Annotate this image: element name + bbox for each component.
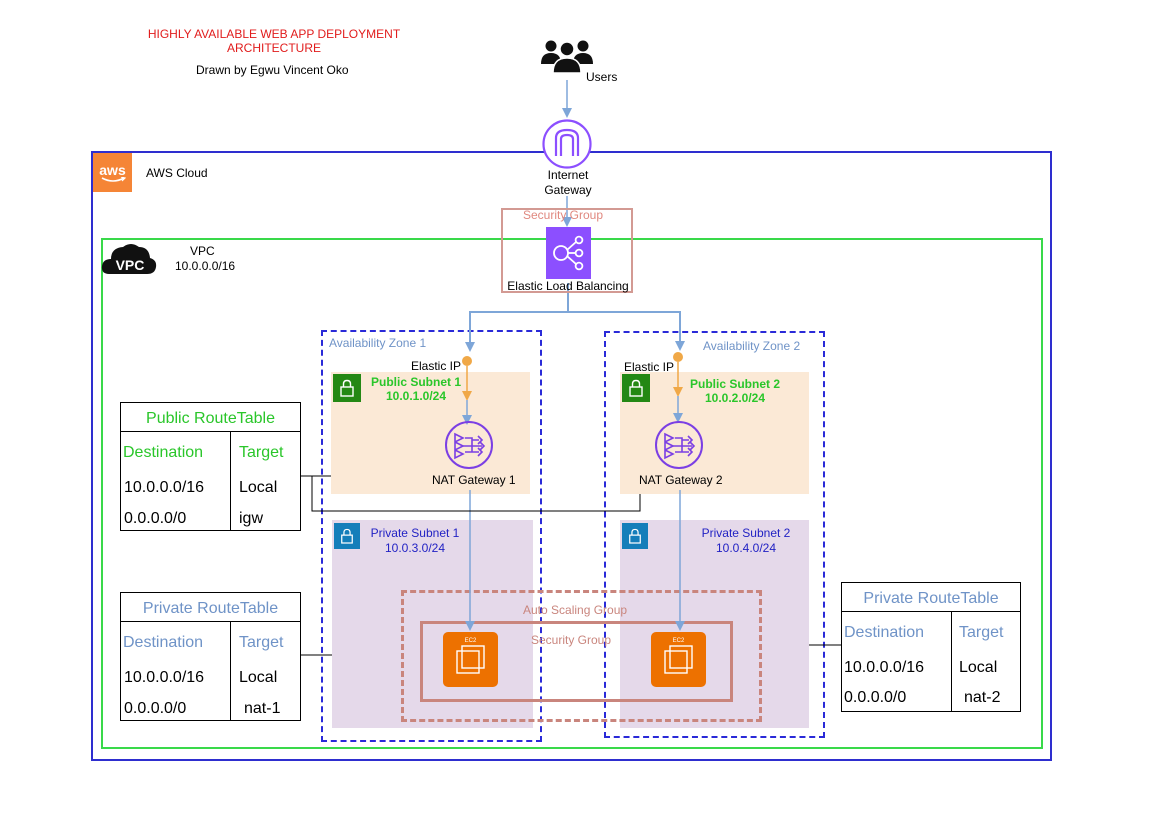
private-rt2-header-destination: Destination [844,624,925,641]
diagram-title: HIGHLY AVAILABLE WEB APP DEPLOYMENT ARCH… [134,27,414,55]
elastic-ip-2-label: Elastic IP [624,360,675,374]
vpc-cidr: 10.0.0.0/16 [175,259,236,273]
ec2-security-group-label: Security Group [531,633,612,647]
public-subnet-2 [620,372,809,494]
public-route-table: Public RouteTable Destination Target 10.… [120,402,301,531]
private-rt1-header-destination: Destination [123,634,204,651]
users-label: Users [586,70,618,84]
public-rt-row1-target: Local [239,479,278,496]
internet-gateway-line2: Gateway [544,183,592,197]
ec2-instance-1-icon: EC2 [443,632,498,687]
availability-zone-1 [321,330,542,742]
ec2-1-text: EC2 [465,638,477,644]
private-rt2-row1-destination: 10.0.0.0/16 [844,659,925,676]
users-icon [541,40,593,74]
nat-gateway-2-icon [655,421,703,469]
availability-zone-2 [604,331,825,738]
aws-logo-icon: aws [93,153,132,192]
public-rt-row2-target: igw [239,510,264,527]
private-subnet-1 [332,520,533,728]
private-subnet-2 [620,520,809,728]
diagram-title-line2: ARCHITECTURE [226,41,321,55]
private-subnet-1-cidr: 10.0.3.0/24 [384,541,446,555]
public-subnet-1 [331,372,530,494]
auto-scaling-group-label: Auto Scaling Group [523,603,628,617]
public-subnet-2-cidr: 10.0.2.0/24 [704,391,766,405]
author-credit: Drawn by Egwu Vincent Oko [196,63,349,77]
public-subnet-1-cidr: 10.0.1.0/24 [385,389,447,403]
public-subnet-2-label: Public Subnet 2 10.0.2.0/24 [687,377,783,405]
private-subnet-1-label: Private Subnet 1 10.0.3.0/24 [362,526,468,556]
public-route-table-title: Public RouteTable [146,410,275,427]
elastic-load-balancing-icon [546,227,591,279]
private-rt2-header-target: Target [959,624,1004,641]
private-rt1-row2-destination: 0.0.0.0/0 [124,700,187,717]
private-rt2-row2-target: nat-2 [964,689,1001,706]
auto-scaling-group [401,590,762,722]
private-subnet-2-name: Private Subnet 2 [701,526,791,540]
lock-icon [334,523,360,549]
private-rt1-header-target: Target [239,634,284,651]
private-rt1-row1-destination: 10.0.0.0/16 [124,669,205,686]
az2-label: Availability Zone 2 [703,339,801,353]
internet-gateway-label: Internet Gateway [533,168,603,198]
public-subnet-1-name: Public Subnet 1 [370,375,461,389]
public-rt-header-destination: Destination [123,444,204,461]
vpc-label: VPC [190,244,215,258]
private-rt2-title: Private RouteTable [863,590,999,607]
elb-security-group-label: Security Group [523,208,604,222]
elb-security-group [501,208,633,293]
private-route-table-2: Private RouteTable Destination Target 10… [841,582,1021,712]
public-rt-row2-destination: 0.0.0.0/0 [124,510,187,527]
lock-icon [622,523,648,549]
private-rt2-row2-destination: 0.0.0.0/0 [844,689,907,706]
public-subnet-2-name: Public Subnet 2 [689,377,780,391]
az1-label: Availability Zone 1 [329,336,427,350]
private-rt1-title: Private RouteTable [142,600,279,617]
private-route-table-1: Private RouteTable Destination Target 10… [120,592,301,721]
private-subnet-2-label: Private Subnet 2 10.0.4.0/24 [693,526,799,556]
ec2-2-text: EC2 [673,638,685,644]
lock-icon [622,374,650,402]
internet-gateway-icon [542,119,592,169]
private-rt2-row1-target: Local [959,659,998,676]
ec2-security-group [420,621,733,702]
diagram-title-line1: HIGHLY AVAILABLE WEB APP DEPLOYMENT [147,27,401,41]
elastic-ip-1-label: Elastic IP [411,359,462,373]
public-subnet-1-label: Public Subnet 1 10.0.1.0/24 [368,375,464,403]
vpc-logo-text: VPC [116,257,145,273]
nat-gateway-1-icon [445,421,493,469]
nat-gateway-2-label: NAT Gateway 2 [639,473,723,487]
ec2-instance-2-icon: EC2 [651,632,706,687]
private-rt1-row1-target: Local [239,669,278,686]
public-rt-row1-destination: 10.0.0.0/16 [124,479,205,496]
elb-label: Elastic Load Balancing [507,279,629,293]
private-subnet-1-name: Private Subnet 1 [370,526,460,540]
lock-icon [333,374,361,402]
aws-logo-text: aws [99,161,126,178]
vpc-cloud-icon: VPC [101,244,157,274]
aws-cloud-label: AWS Cloud [146,166,208,180]
public-rt-header-target: Target [239,444,284,461]
nat-gateway-1-label: NAT Gateway 1 [432,473,516,487]
private-subnet-2-cidr: 10.0.4.0/24 [715,541,777,555]
internet-gateway-line1: Internet [547,168,589,182]
private-rt1-row2-target: nat-1 [244,700,281,717]
